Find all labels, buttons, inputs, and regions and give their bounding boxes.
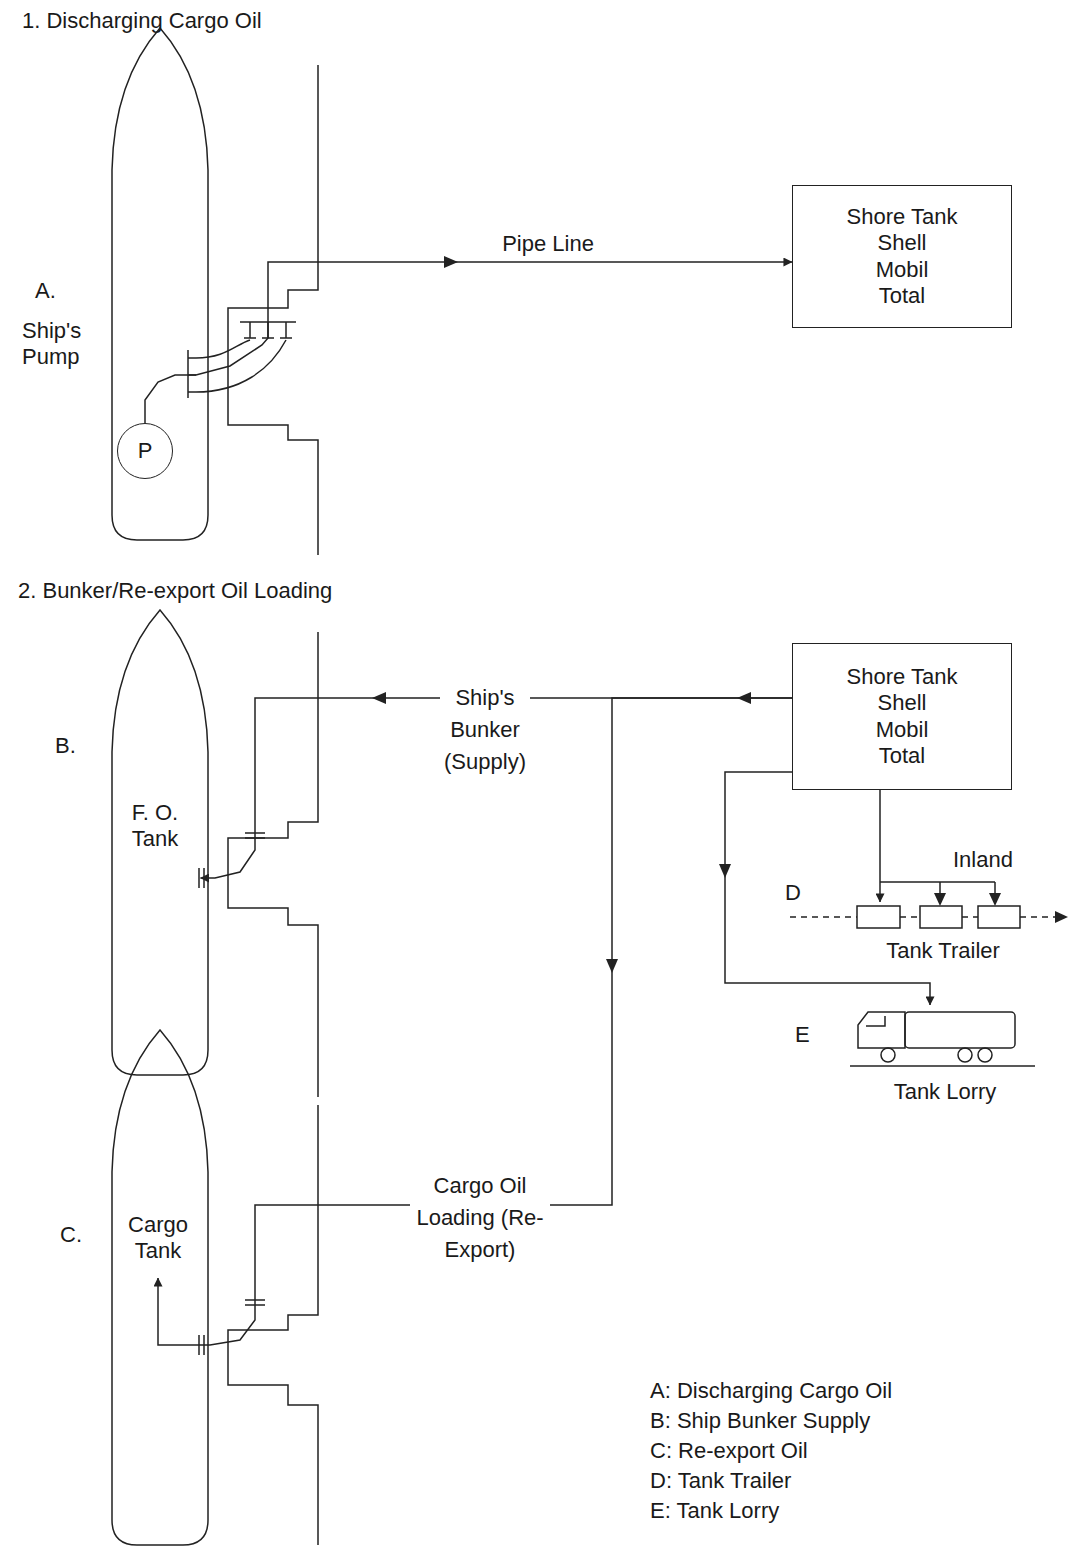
node-text: Shell Mobil Total bbox=[876, 230, 929, 309]
trailer-track bbox=[790, 916, 1056, 918]
node-text: Cargo Tank bbox=[128, 1212, 188, 1265]
inland-branch bbox=[880, 882, 995, 896]
diagram-label: D: Tank Trailer bbox=[650, 1468, 791, 1494]
diagram-label: D bbox=[785, 880, 801, 906]
diagram-label: E: Tank Lorry bbox=[650, 1498, 779, 1524]
ship-hull bbox=[112, 28, 208, 540]
flow-arrow bbox=[1055, 911, 1068, 923]
node-text: Shell Mobil Total bbox=[876, 690, 929, 769]
diagram-label: A: Discharging Cargo Oil bbox=[650, 1378, 892, 1404]
flow-arrows bbox=[372, 256, 1068, 973]
equipment-node: Cargo Tank bbox=[118, 1212, 198, 1278]
node-text: Tank Trailer bbox=[886, 938, 1000, 964]
jetty bbox=[228, 632, 318, 1097]
pipe-connector bbox=[879, 790, 881, 902]
jetty bbox=[228, 1105, 318, 1545]
connector-label: Pipe Line bbox=[498, 228, 598, 260]
ship-manifold bbox=[188, 350, 196, 398]
jetty-lines bbox=[228, 65, 318, 1545]
pump-circle: P bbox=[117, 423, 173, 479]
node-text: Tank Lorry bbox=[894, 1079, 997, 1105]
equipment-node: F. O. Tank bbox=[110, 800, 201, 892]
diagram-label: C. bbox=[60, 1222, 82, 1248]
trailer-tank bbox=[920, 906, 962, 928]
equipment-node: Tank Lorry bbox=[850, 1005, 1040, 1105]
jetty bbox=[228, 65, 318, 555]
cargo-hose bbox=[196, 340, 286, 392]
lorry-wheel bbox=[881, 1048, 895, 1062]
pipe-connector bbox=[158, 698, 792, 1345]
cargo-hose bbox=[196, 340, 250, 358]
lorry-wheel bbox=[978, 1048, 992, 1062]
diagram-label: 1. Discharging Cargo Oil bbox=[22, 8, 262, 34]
connector-label: Cargo Oil Loading (Re-Export) bbox=[410, 1170, 550, 1266]
tank-box: Shore TankShell Mobil Total bbox=[792, 185, 1012, 328]
ship-hull bbox=[112, 1030, 208, 1545]
lorry-wheel bbox=[958, 1048, 972, 1062]
pipe-connector bbox=[145, 262, 792, 423]
diagram-label: C: Re-export Oil bbox=[650, 1438, 808, 1464]
manifold-a bbox=[188, 322, 296, 398]
diagram-label: B: Ship Bunker Supply bbox=[650, 1408, 870, 1434]
equipment-node: Tank Trailer bbox=[848, 902, 1038, 964]
connector-label: Ship's Bunker (Supply) bbox=[440, 682, 530, 778]
lorry-cab bbox=[858, 1012, 905, 1048]
node-text: Shore Tank bbox=[847, 204, 958, 230]
tank-box: Shore TankShell Mobil Total bbox=[792, 643, 1012, 790]
diagram-label: A. bbox=[35, 278, 56, 304]
ground-line bbox=[850, 1065, 1035, 1067]
diagram-label: E bbox=[795, 1022, 810, 1048]
diagram-label: Inland bbox=[953, 847, 1013, 873]
node-text: P bbox=[138, 438, 153, 464]
diagram-label: B. bbox=[55, 733, 76, 759]
node-text: F. O. Tank bbox=[118, 800, 193, 853]
tank-lorry-drawing bbox=[850, 1012, 1035, 1066]
trailer-tank bbox=[978, 906, 1020, 928]
diagram-label: Ship's Pump bbox=[22, 318, 81, 371]
node-text: Shore Tank bbox=[847, 664, 958, 690]
lorry-tank bbox=[905, 1012, 1015, 1048]
tank-trailer-drawing bbox=[790, 882, 1056, 928]
trailer-tank bbox=[857, 906, 900, 928]
ship-hulls bbox=[112, 28, 208, 1545]
ship-hull bbox=[112, 610, 208, 1075]
diagram-label: 2. Bunker/Re-export Oil Loading bbox=[18, 578, 332, 604]
pipe-connector bbox=[725, 772, 930, 1005]
